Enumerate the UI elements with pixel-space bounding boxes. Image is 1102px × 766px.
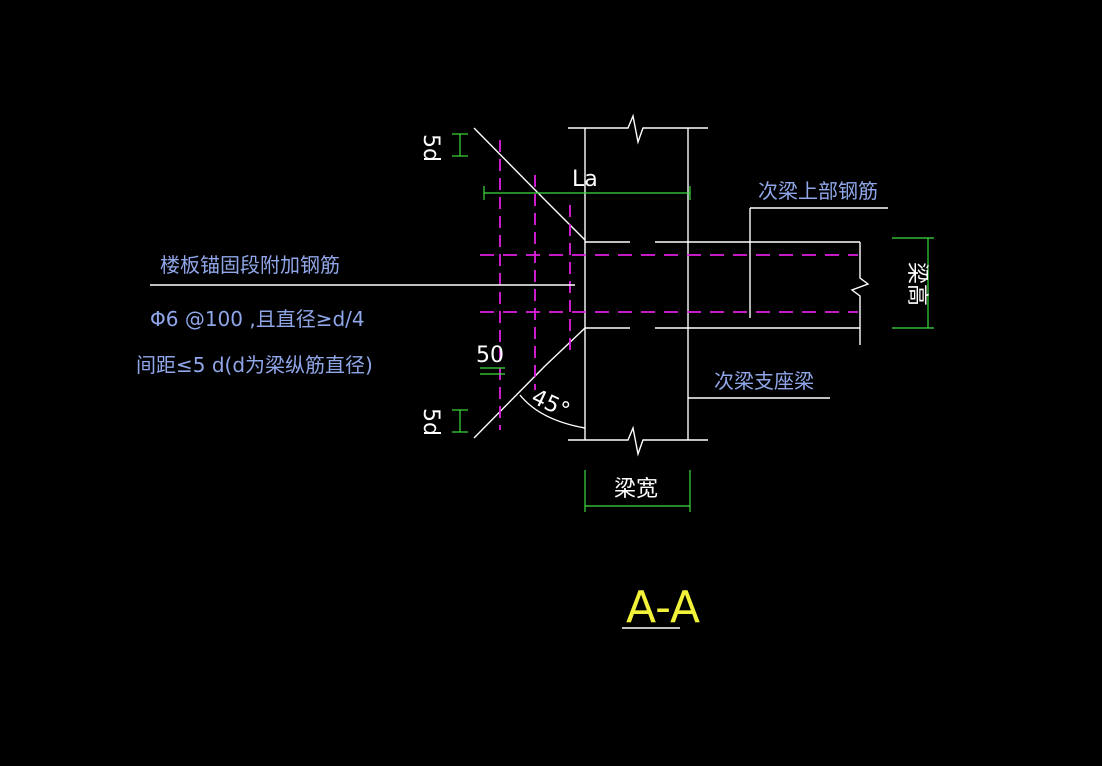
la-label: La [572,167,598,192]
secondary-top-rebar-label: 次梁上部钢筋 [758,179,878,203]
dimension-lines [452,133,934,512]
support-beam-outline [568,113,708,457]
leader-lines [150,207,888,629]
beam-width-label: 梁宽 [614,477,658,502]
secondary-beam-outline [585,208,870,345]
five-d-top-label: 5d [418,134,443,162]
support-beam-label: 次梁支座梁 [714,369,814,393]
section-title: A-A [626,582,700,633]
spec-line-1: Φ6 @100 ,且直径≥d/4 [150,307,365,331]
spec-line-2: 间距≤5 d(d为梁纵筋直径) [136,353,373,377]
angle-label: 45° [527,385,573,424]
diagonal-lines [473,127,586,439]
slab-anchor-label: 楼板锚固段附加钢筋 [160,253,340,277]
fifty-label: 50 [476,343,504,368]
beam-height-label: 梁高 [904,262,929,306]
five-d-bottom-label: 5d [418,408,443,436]
